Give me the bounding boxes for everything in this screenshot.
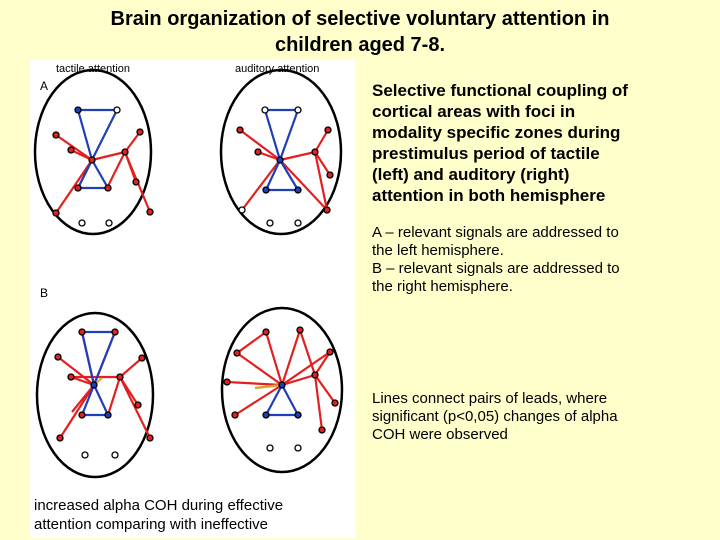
- legend-line: the right hemisphere.: [372, 278, 513, 295]
- title-line-2: children aged 7-8.: [274, 34, 446, 56]
- note-line: COH were observed: [372, 426, 508, 443]
- legend-line: A – relevant signals are addressed to: [372, 224, 619, 241]
- head-outline: [35, 311, 155, 479]
- description-line: cortical areas with foci in: [372, 102, 576, 121]
- blue-connections: [265, 384, 299, 417]
- electrodes: [52, 106, 154, 227]
- head-map-a-auditory: [219, 68, 343, 236]
- description-line: Selective functional coupling of: [372, 81, 628, 100]
- red-connections: [55, 131, 152, 214]
- figure-caption-line-2: attention comparing with ineffective: [34, 516, 269, 533]
- red-connections: [226, 329, 336, 431]
- figure-caption-line-1: increased alpha COH during effective: [34, 497, 284, 514]
- legend-line: the left hemisphere.: [372, 242, 504, 259]
- note-line: Lines connect pairs of leads, where: [372, 390, 608, 407]
- description-line: modality specific zones during: [372, 123, 621, 142]
- eeg-coherence-figure: tactile attention auditory attention A B: [30, 60, 355, 538]
- description-line: attention in both hemisphere: [372, 186, 606, 205]
- electrodes: [236, 106, 334, 227]
- page-title: Brain organization of selective voluntar…: [0, 6, 720, 58]
- title-line-1: Brain organization of selective voluntar…: [110, 8, 610, 30]
- electrodes: [223, 326, 339, 452]
- head-map-a-tactile: [33, 68, 154, 236]
- head-outline: [220, 306, 344, 474]
- head-map-b-auditory: [220, 306, 344, 474]
- head-outline: [219, 68, 343, 236]
- electrodes: [54, 328, 154, 459]
- head-maps-svg: tactile attention auditory attention A B: [33, 63, 344, 479]
- figure-caption: increased alpha COH during effective att…: [34, 496, 354, 534]
- row-label-a: A: [40, 79, 48, 93]
- description-line: (left) and auditory (right): [372, 165, 570, 184]
- head-map-b-tactile: [35, 311, 155, 479]
- head-outline: [33, 68, 153, 236]
- row-legend: A – relevant signals are addressed to th…: [372, 224, 712, 296]
- orange-connection: [254, 383, 283, 390]
- legend-line: B – relevant signals are addressed to: [372, 260, 620, 277]
- note-line: significant (p<0,05) changes of alpha: [372, 408, 618, 425]
- red-connections: [57, 331, 151, 439]
- blue-connections: [263, 108, 300, 192]
- blue-connections: [76, 108, 118, 190]
- main-description: Selective functional coupling of cortica…: [372, 80, 712, 206]
- description-line: prestimulus period of tactile: [372, 144, 600, 163]
- lines-note: Lines connect pairs of leads, where sign…: [372, 390, 692, 444]
- red-connections: [239, 129, 331, 211]
- blue-connections: [80, 330, 117, 417]
- row-label-b: B: [40, 286, 48, 300]
